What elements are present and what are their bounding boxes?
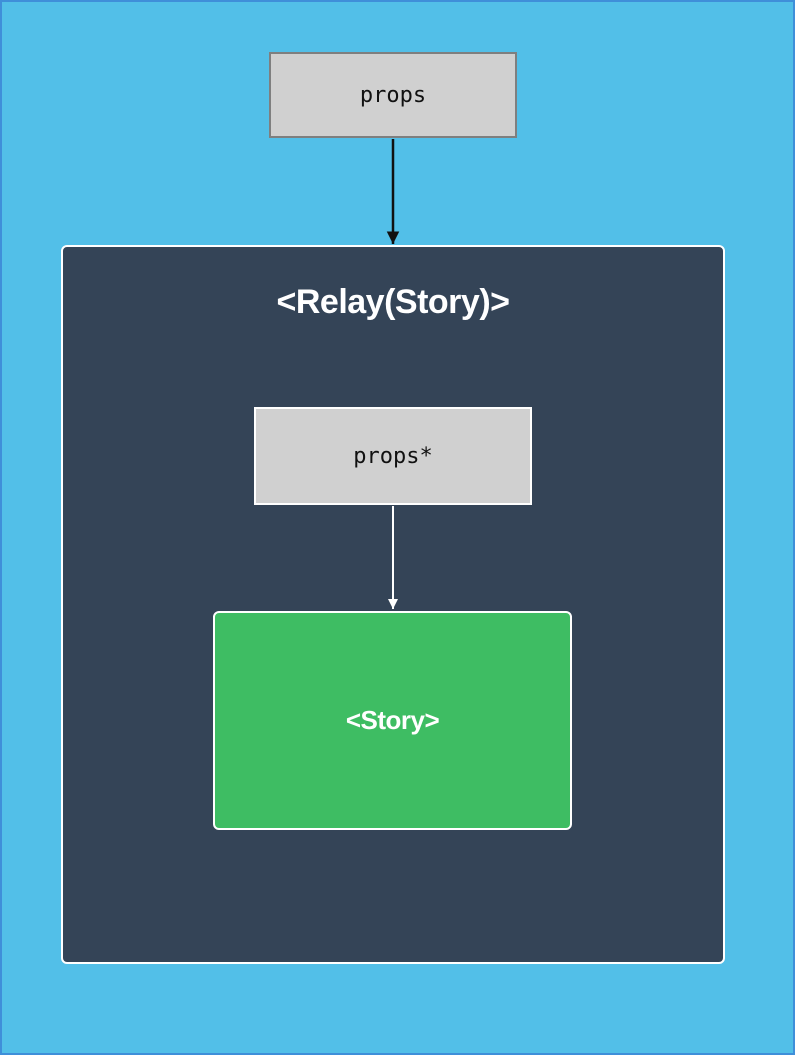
relay-story-title: <Relay(Story)> [276,283,511,321]
story-box: <Story> [213,611,572,830]
story-label: <Story> [345,705,440,735]
props-label: props [359,82,427,108]
props-star-box: props* [254,407,532,505]
props-star-label: props* [353,443,433,469]
props-box: props [269,52,517,138]
relay-story-container: <Relay(Story)> [61,245,725,964]
